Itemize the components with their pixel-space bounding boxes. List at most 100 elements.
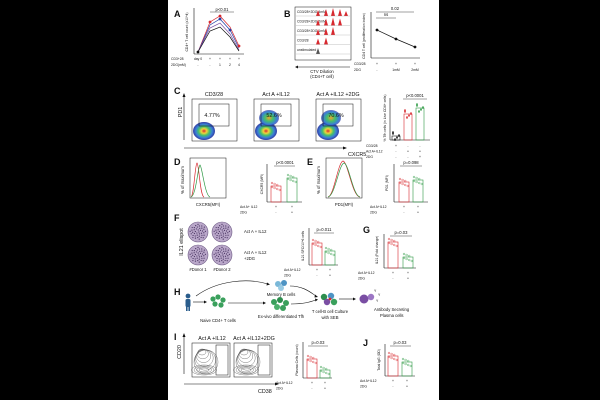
elispot-spot	[225, 248, 227, 250]
svg-text:Y: Y	[374, 289, 377, 293]
panel-c-dot	[421, 106, 424, 109]
elispot-spot	[225, 227, 227, 229]
elispot-spot	[220, 249, 222, 251]
panel-c-dot	[393, 137, 396, 140]
panel-c-dot	[395, 136, 398, 139]
elispot-spot	[217, 250, 219, 252]
elispot-spot	[196, 249, 198, 251]
panel-i-contour	[193, 365, 215, 375]
svg-text:Y: Y	[378, 293, 381, 297]
elispot-spot	[227, 226, 229, 228]
panel-c-density-upper	[321, 110, 341, 126]
e-bars-dot	[412, 179, 416, 183]
elispot-spot	[224, 236, 226, 239]
e-rows-label: 2DG	[370, 211, 377, 215]
elispot-spot	[193, 229, 195, 231]
elispot-spot	[200, 232, 203, 234]
panel-c-density-upper	[259, 110, 279, 126]
e-bars-dot	[415, 180, 418, 184]
g-rows-val: +	[407, 277, 409, 281]
g-bars-dot	[390, 238, 393, 242]
panel-b-pval: 0.02	[391, 6, 400, 11]
j-bars-dot	[393, 353, 396, 357]
panel-c-gate-pct: 70.6%	[328, 113, 343, 119]
elispot-spot	[220, 255, 222, 257]
elispot-spot	[201, 250, 203, 252]
elispot-spot	[222, 258, 224, 260]
d-bars-dot	[278, 188, 281, 192]
panel-d-condition-rows: Act A+ IL12++2DG-+	[240, 205, 293, 215]
panel-b-xlabel-1: CTV Dilution	[310, 69, 334, 74]
panel-f-row1-label: Act A + IL12	[244, 229, 267, 234]
panel-c-plot-title: Act A +IL12	[262, 92, 289, 98]
elispot-spot	[225, 234, 227, 236]
elispot-spot	[203, 234, 205, 236]
panel-a-row1-label: CD3+28	[171, 57, 184, 61]
elispot-spot	[223, 227, 225, 229]
elispot-spot	[198, 248, 200, 250]
elispot-spot	[217, 227, 219, 229]
elispot-spot	[189, 230, 191, 232]
panel-i-contour	[196, 366, 212, 374]
panel-a-xtick2: -	[209, 63, 210, 67]
elispot-spot	[198, 261, 200, 263]
panel-c-dot	[391, 132, 394, 135]
i-bars-bar	[306, 358, 318, 379]
elispot-spot	[192, 257, 194, 260]
panel-j-condition-rows: Act A+IL12++2DG-+	[360, 379, 408, 389]
elispot-spot	[223, 250, 225, 252]
panel-c-dot	[407, 114, 410, 117]
panel-b-hist-trace	[316, 27, 349, 35]
elispot-spot	[222, 248, 224, 250]
elispot-spot	[227, 249, 229, 251]
j-bars-dot	[387, 351, 391, 355]
g-bars-dot	[387, 241, 391, 245]
elispot-spot	[222, 256, 225, 258]
panel-b-row1-label: CD3/28	[354, 62, 366, 66]
j-bars-dot	[404, 358, 407, 362]
elispot-spot	[201, 230, 204, 232]
g-bars-dot	[390, 242, 393, 246]
elispot-spot	[219, 228, 221, 230]
panel-a-xtick: day 0	[194, 57, 202, 61]
panel-e-bars	[398, 175, 424, 203]
panel-i-condition-rows: Act A+IL12++2DG-+	[276, 381, 326, 391]
d-rows-val: +	[291, 205, 293, 209]
elispot-spot	[197, 229, 199, 231]
elispot-spot	[202, 260, 204, 262]
elispot-spot	[222, 254, 224, 256]
g-bars-dot	[395, 244, 398, 248]
d-rows-label: Act A+ IL12	[240, 205, 258, 209]
elispot-spot	[216, 234, 218, 237]
panel-i-xlabel: CD38	[258, 389, 272, 395]
panel-b-ns: ns	[384, 12, 388, 17]
panel-f-pval: p=0.011	[317, 227, 333, 232]
e-bars-dot	[406, 184, 409, 188]
g-bars-dot	[393, 239, 396, 243]
f-bars-dot	[314, 239, 317, 243]
elispot-spot	[218, 230, 220, 233]
panel-f-condition-rows: Act A+IL12++2DG-+	[284, 268, 331, 278]
elispot-spot	[219, 225, 221, 227]
elispot-spot	[191, 226, 193, 229]
memory-b-cells-icon	[275, 280, 287, 291]
elispot-spot	[221, 259, 223, 262]
elispot-spot	[225, 225, 227, 227]
g-bars-dot	[408, 254, 411, 258]
panel-a-xtick2: 1	[219, 63, 221, 67]
j-bars-dot	[407, 359, 410, 363]
panel-a-xtick: +	[238, 57, 240, 61]
panel-e-bar-ylabel: PD1 (MFI)	[385, 175, 389, 191]
panel-c-row-val: -	[407, 144, 408, 148]
panel-i-contour	[194, 349, 216, 371]
panel-d-xlabel: CXCR5(MFI)	[196, 202, 221, 207]
i-bars-dot	[327, 372, 330, 376]
panel-c-ylabel: PD1	[178, 107, 184, 118]
j-bars-dot	[387, 355, 391, 359]
elispot-spot	[215, 229, 217, 231]
panel-b-hist-label: CD3/28+2DG 2mM	[297, 20, 326, 24]
elispot-spot	[194, 230, 196, 233]
